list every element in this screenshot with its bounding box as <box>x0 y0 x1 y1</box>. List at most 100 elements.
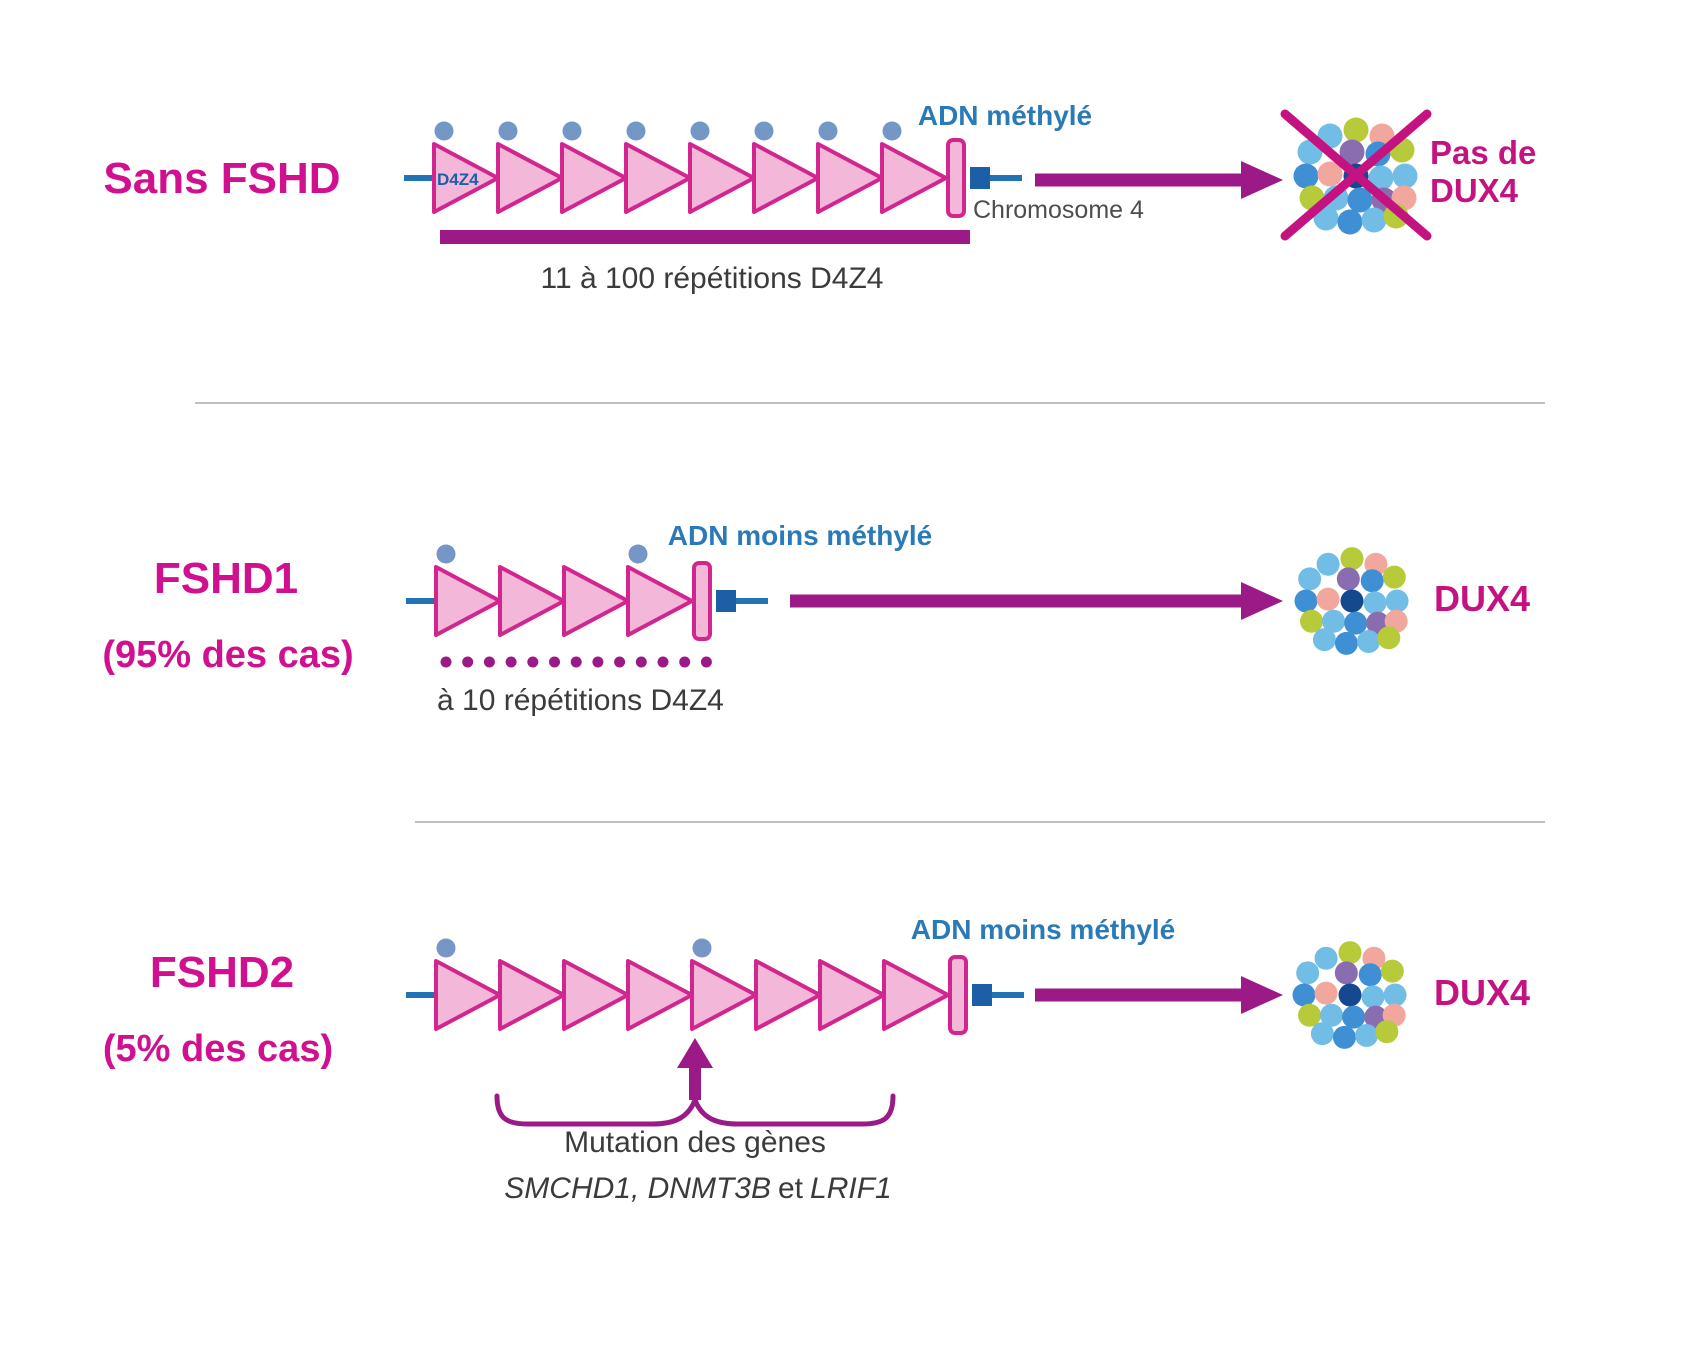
protein-dot <box>1377 626 1401 650</box>
protein-dot <box>1298 567 1322 591</box>
dotted-span-dot <box>635 656 647 668</box>
methylation-mark <box>436 938 456 958</box>
protein-dot <box>1296 961 1320 985</box>
row1-result: Pas de DUX4 <box>1430 134 1536 210</box>
d4z4-label: D4Z4 <box>437 170 479 189</box>
dotted-span-dot <box>527 656 539 668</box>
protein-dot <box>1322 609 1346 633</box>
protein-dot <box>1383 983 1407 1007</box>
d4z4-repeat-triangle <box>560 142 628 214</box>
dotted-span-dot <box>614 656 626 668</box>
protein-dot <box>1342 1005 1366 1029</box>
repeat-span-bar <box>440 230 970 244</box>
protein-dot <box>1332 1025 1356 1049</box>
row2-graphics <box>406 544 1409 668</box>
flow-arrow-head <box>1241 161 1283 199</box>
methylation-mark <box>498 121 518 141</box>
protein-dot <box>1355 1023 1379 1047</box>
d4z4-repeat-triangle <box>434 959 502 1031</box>
protein-dot <box>1337 209 1363 235</box>
protein-dot <box>1293 163 1319 189</box>
partial-repeat-bar <box>948 955 968 1035</box>
dux4-gene-box <box>972 984 992 1006</box>
row2-title: FSHD1 <box>153 554 299 603</box>
protein-dot <box>1316 552 1340 576</box>
row3-methylation-label: ADN moins méthylé <box>910 914 1176 945</box>
protein-dot <box>1358 963 1382 987</box>
cross-line <box>1280 109 1432 241</box>
protein-dot <box>1340 589 1364 613</box>
methylation-mark <box>436 544 456 564</box>
protein-dot <box>1380 959 1404 983</box>
d4z4-repeat-triangle <box>498 565 566 637</box>
row2-methylation-label: ADN moins méthylé <box>667 520 933 551</box>
d4z4-repeat-triangle <box>754 959 822 1031</box>
protein-dot <box>1316 587 1340 611</box>
dotted-span-dot <box>505 656 517 668</box>
mutation-brace <box>494 1093 896 1127</box>
protein-dot <box>1320 1003 1344 1027</box>
d4z4-repeat-triangle <box>626 565 694 637</box>
protein-dot <box>1294 589 1318 613</box>
d4z4-repeat-triangle <box>562 959 630 1031</box>
row1-graphics: D4Z4 <box>404 109 1432 244</box>
d4z4-repeat-triangle <box>434 565 502 637</box>
protein-dot <box>1317 161 1343 187</box>
mutation-genes-b: LRIF1 <box>810 1172 892 1205</box>
chromosome-label: Chromosome 4 <box>973 196 1144 224</box>
d4z4-repeat-triangle <box>690 959 758 1031</box>
mutation-et: et <box>777 1172 804 1205</box>
protein-dot <box>1314 946 1338 970</box>
d4z4-repeat-triangle <box>818 959 886 1031</box>
protein-dot <box>1292 983 1316 1007</box>
partial-repeat-bar <box>946 138 966 218</box>
dotted-span-dot <box>483 656 495 668</box>
methylation-mark <box>818 121 838 141</box>
protein-dot <box>1344 611 1368 635</box>
dotted-span-dot <box>549 656 560 668</box>
d4z4-repeat-triangle <box>882 959 950 1031</box>
d4z4-repeat-triangle <box>498 959 566 1031</box>
methylation-mark <box>434 121 454 141</box>
row1-result-line2: DUX4 <box>1430 171 1519 209</box>
methylation-mark <box>754 121 774 141</box>
protein-dot <box>1338 941 1362 965</box>
methylation-mark <box>626 121 646 141</box>
protein-dot <box>1314 981 1338 1005</box>
d4z4-repeat-triangle <box>752 142 820 214</box>
mutation-label-line1: Mutation des gènes <box>564 1126 826 1159</box>
methylation-mark <box>562 121 582 141</box>
methylation-mark <box>628 544 648 564</box>
row2-result: DUX4 <box>1434 578 1531 619</box>
dotted-span-dot <box>592 656 604 668</box>
protein-dot <box>1361 985 1385 1009</box>
dotted-span-dot <box>657 656 669 668</box>
protein-dot <box>1334 631 1358 655</box>
protein-dot <box>1368 165 1394 191</box>
mutation-arrow-head <box>677 1038 713 1068</box>
d4z4-repeat-triangle <box>432 142 500 214</box>
methylation-mark <box>692 938 712 958</box>
row2-repeat-count-label: à 10 répétitions D4Z4 <box>437 684 724 717</box>
d4z4-repeat-triangle <box>816 142 884 214</box>
row3-graphics <box>406 938 1407 1127</box>
protein-dot <box>1312 628 1336 652</box>
flow-arrow-head <box>1241 976 1283 1014</box>
flow-arrow-head <box>1241 582 1283 620</box>
dotted-span-dot <box>700 656 712 668</box>
mutation-genes-a: SMCHD1, DNMT3B <box>504 1172 771 1205</box>
protein-dot <box>1300 609 1324 633</box>
row1-repeat-count-label: 11 à 100 répétitions D4Z4 <box>540 262 884 295</box>
methylation-mark <box>690 121 710 141</box>
protein-dot <box>1363 591 1387 615</box>
protein-dot <box>1392 163 1418 189</box>
row1-methylation-label: ADN méthylé <box>917 100 1093 131</box>
protein-dot <box>1336 567 1360 591</box>
dux4-gene-box <box>970 167 990 189</box>
protein-dot <box>1334 961 1358 985</box>
protein-dot <box>1375 1020 1399 1044</box>
dotted-span-dot <box>462 656 474 668</box>
